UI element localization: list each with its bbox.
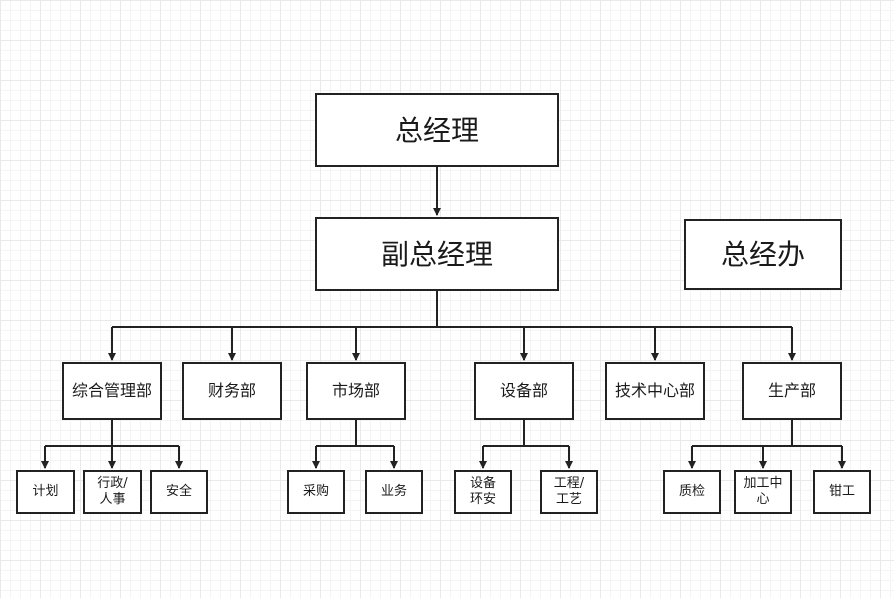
node-deputy-general-manager[interactable]: 副总经理: [315, 217, 559, 291]
node-tech-center-dept[interactable]: 技术中心部: [605, 362, 705, 420]
node-finance-dept[interactable]: 财务部: [182, 362, 282, 420]
node-comprehensive-dept[interactable]: 综合管理部: [62, 362, 162, 420]
node-general-office[interactable]: 总经办: [684, 219, 842, 290]
node-planning[interactable]: 计划: [16, 470, 75, 514]
node-engineering-process[interactable]: 工程/ 工艺: [540, 470, 598, 514]
node-marketing-dept[interactable]: 市场部: [306, 362, 406, 420]
node-fitter[interactable]: 钳工: [813, 470, 871, 514]
node-business[interactable]: 业务: [365, 470, 423, 514]
node-general-manager[interactable]: 总经理: [315, 93, 559, 167]
node-admin-hr[interactable]: 行政/ 人事: [83, 470, 142, 514]
node-equipment-dept[interactable]: 设备部: [474, 362, 574, 420]
node-purchasing[interactable]: 采购: [287, 470, 345, 514]
node-safety[interactable]: 安全: [150, 470, 208, 514]
node-production-dept[interactable]: 生产部: [742, 362, 842, 420]
node-equipment-env-safety[interactable]: 设备 环安: [454, 470, 512, 514]
node-machining-center[interactable]: 加工中 心: [734, 470, 792, 514]
node-quality-inspection[interactable]: 质检: [663, 470, 721, 514]
